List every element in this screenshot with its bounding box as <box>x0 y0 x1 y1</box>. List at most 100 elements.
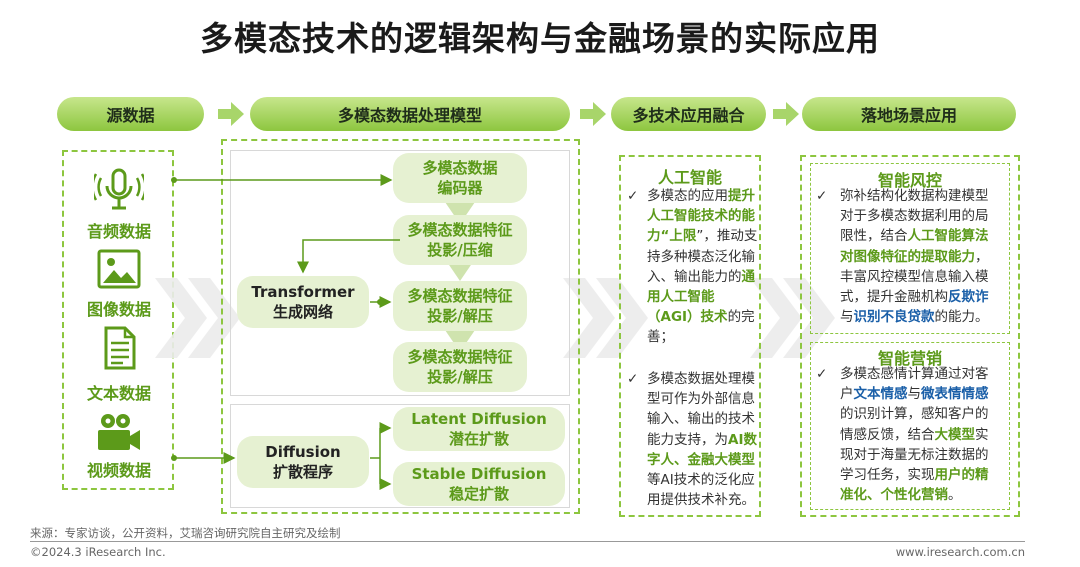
text-segment: 与 <box>907 386 922 403</box>
ai-heading: 人工智能 <box>657 168 722 187</box>
document-icon <box>104 326 136 370</box>
text-line: 情感反馈，结合大模型实 <box>840 425 1010 445</box>
feature-projection-decompress-box: 多模态数据特征投影/解压 <box>393 281 527 331</box>
text-segment: 弥补结构化数据构建模型 <box>840 188 989 204</box>
text-line: 与识别不良贷款的能力。 <box>840 307 1010 327</box>
feature-projection-decompress-box: 多模态数据特征投影/解压 <box>393 342 527 392</box>
text-line: 学习任务，实现用户的精 <box>840 465 1010 485</box>
text-segment: 多模态感情计算通过对客 <box>840 366 989 382</box>
text-line: 丰富风控模型信息输入模 <box>840 267 1010 287</box>
text-segment: 人工智能算法 <box>907 228 989 245</box>
text-line: 多模态感情计算通过对客 <box>840 364 1010 384</box>
text-segment: 多模态数据处理 <box>647 371 742 387</box>
marketing-text: 多模态感情计算通过对客户文本情感与微表情情感的识别计算，感知客户的情感反馈，结合… <box>840 364 1010 505</box>
ai-point-1: 多模态的应用提升人工智能技术的能力“上限”，推动支持多种模态泛化输入、输出能力的… <box>647 186 759 348</box>
text-segment: 现对于海量无标注数据的 <box>840 446 989 463</box>
text-segment: 提 <box>728 188 742 204</box>
text-segment: 文本情感 <box>853 386 908 403</box>
text-segment: 与 <box>840 309 854 326</box>
text-segment: 多种模态泛化输 <box>660 248 756 265</box>
text-segment: 的能力。 <box>934 309 989 326</box>
text-segment: 限性，结合 <box>840 228 908 245</box>
chevron-right-icon <box>155 278 240 358</box>
microphone-icon <box>94 168 144 210</box>
header-arrow-icon <box>580 102 606 126</box>
source-label-image: 图像数据 <box>86 300 151 319</box>
text-segment: ”，推动支持 <box>647 228 758 265</box>
website: www.iresearch.com.cn <box>895 545 1025 559</box>
page-title: 多模态技术的逻辑架构与金融场景的实际应用 <box>200 19 880 58</box>
text-segment: 丰富风控模型信息输入模 <box>840 268 989 285</box>
text-segment: ， <box>975 248 989 265</box>
text-segment: 实 <box>975 426 989 443</box>
header-processing-model: 多模态数据处理模型 <box>250 97 570 131</box>
header-arrow-icon <box>218 102 244 126</box>
risk-control-section <box>810 163 1010 334</box>
copyright: ©2024.3 iResearch Inc. <box>30 545 166 559</box>
marketing-heading: 智能营销 <box>877 349 942 368</box>
text-segment: 入、输出能力的 <box>647 268 742 285</box>
text-segment: （AGI）技术 <box>647 309 728 326</box>
text-segment: 反欺诈 <box>948 289 989 306</box>
header-tech-fusion: 多技术应用融合 <box>611 97 766 131</box>
text-segment: 信息输入、输出 <box>647 391 755 428</box>
text-segment: 用户的精 <box>934 467 989 484</box>
video-camera-icon <box>98 414 140 450</box>
image-icon <box>97 249 141 289</box>
text-segment: 等AI技术的泛化 <box>647 472 742 489</box>
source-note: 来源：专家访谈，公开资料，艾瑞咨询研究院自主研究及绘制 <box>30 526 341 540</box>
text-segment: 的能力“上 <box>647 208 755 245</box>
ai-checkmark-icon: ✓ <box>627 188 639 204</box>
chevron-right-icon <box>750 278 835 358</box>
ai-point-2: 多模态数据处理模型可作为外部信息输入、输出的技术能力支持，为AI数字人、金融大模… <box>647 369 759 510</box>
text-line: 的识别计算，感知客户的 <box>840 404 1010 424</box>
ai-checkmark-icon: ✓ <box>627 371 639 387</box>
text-line: 准化、个性化营销。 <box>840 485 1010 505</box>
header-source-data: 源数据 <box>57 97 204 131</box>
text-segment: 学习任务，实现 <box>840 467 935 484</box>
text-segment: 模型可作为外部 <box>647 371 755 408</box>
text-segment: 准化、个性化营销 <box>840 487 948 504</box>
text-segment: 的识别计算，感知客户的 <box>840 406 989 423</box>
marketing-checkmark-icon: ✓ <box>816 366 828 382</box>
text-line: 户文本情感与微表情情感 <box>840 384 1010 404</box>
text-segment: 充。 <box>728 492 755 509</box>
text-segment: 应用提供技术补 <box>647 472 755 509</box>
text-line: 式，提升金融机构反欺诈 <box>840 287 1010 307</box>
down-arrow-icon <box>445 202 475 224</box>
text-segment: 完善； <box>647 309 755 346</box>
text-segment: 识别不良贷款 <box>853 309 935 326</box>
text-segment: 的 <box>727 309 742 326</box>
source-label-text: 文本数据 <box>86 384 151 403</box>
footer-divider <box>30 541 1025 542</box>
text-segment: 大模型 <box>934 426 976 443</box>
text-segment: 对图像特征的提取能力 <box>840 248 975 265</box>
text-segment: 升人工智能技术 <box>647 188 755 225</box>
text-line: 对图像特征的提取能力， <box>840 247 1010 267</box>
text-line: 对于多模态数据利用的局 <box>840 206 1010 226</box>
risk-control-text: 弥补结构化数据构建模型对于多模态数据利用的局限性，结合人工智能算法对图像特征的提… <box>840 186 1010 327</box>
chevron-right-icon <box>563 278 648 358</box>
marketing-section <box>810 342 1010 510</box>
text-segment: 对于多模态数据利用的局 <box>840 208 989 225</box>
scene-application-panel <box>800 155 1020 517</box>
text-line: 限性，结合人工智能算法 <box>840 226 1010 246</box>
text-segment: 式，提升金融机构 <box>840 289 948 306</box>
risk-checkmark-icon: ✓ <box>816 188 828 204</box>
text-segment: 通用人工智能 <box>647 268 755 306</box>
down-arrow-icon <box>445 330 475 352</box>
text-segment: 的技术能力支 <box>647 411 755 448</box>
header-scene-application: 落地场景应用 <box>802 97 1016 131</box>
encoder-box: 多模态数据编码器 <box>393 153 527 203</box>
processing-model-panel <box>221 139 580 514</box>
source-label-audio: 音频数据 <box>86 222 151 241</box>
text-segment: 情感反馈，结合 <box>840 426 935 443</box>
risk-control-heading: 智能风控 <box>877 171 942 190</box>
text-segment: 人、金融大模型 <box>660 451 756 468</box>
text-segment: 持，为 <box>687 431 729 448</box>
text-segment: 。 <box>948 487 962 504</box>
text-segment: 微表情情感 <box>921 386 989 403</box>
